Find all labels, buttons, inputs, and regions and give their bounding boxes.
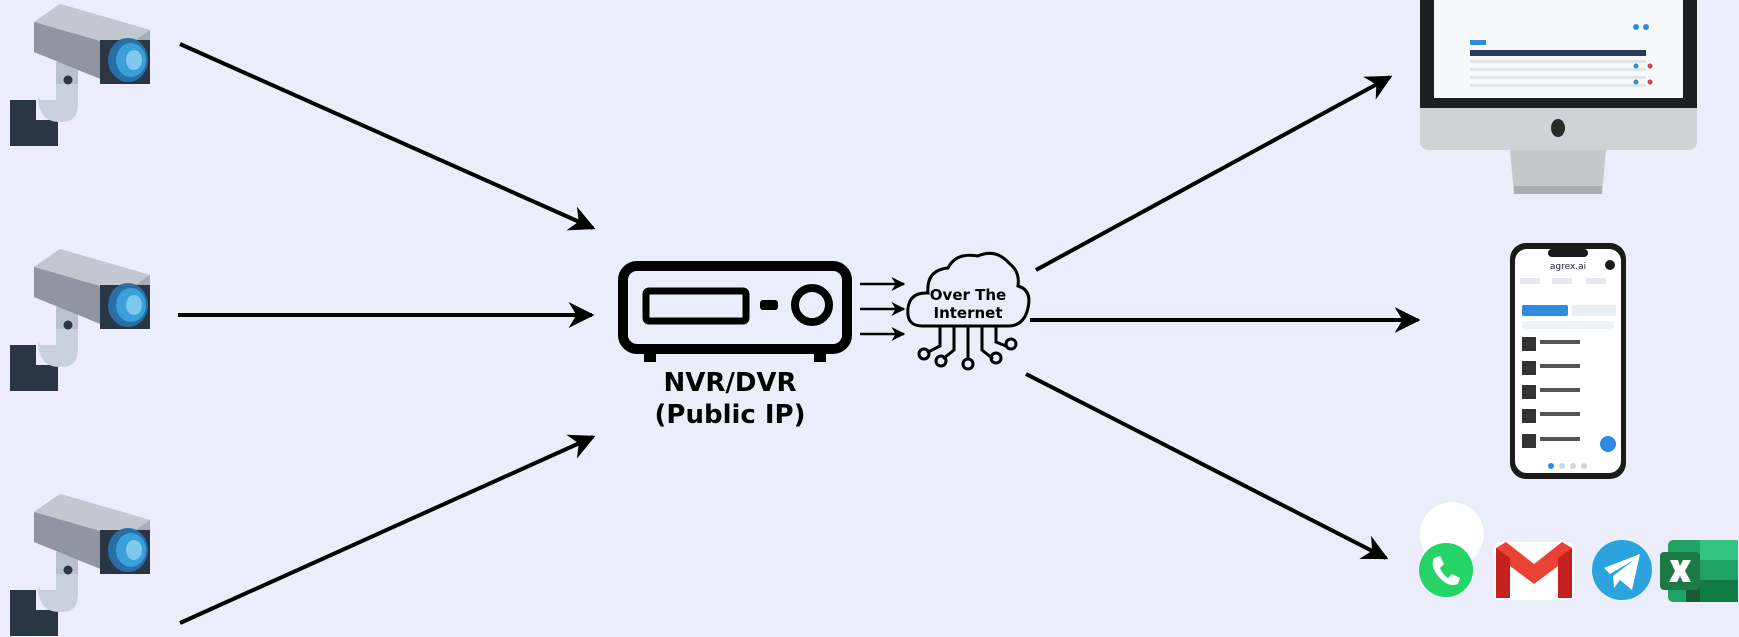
nvr-dvr-label: NVR/DVR (Public IP) <box>600 367 860 431</box>
whatsapp-icon <box>1418 502 1484 597</box>
arrow-cloud-to-apps <box>1025 372 1389 560</box>
telegram-icon <box>1592 540 1652 600</box>
camera-icon <box>10 4 150 146</box>
nvr-dvr-icon <box>618 261 852 362</box>
cloud-icon <box>906 251 1031 371</box>
arrow-cloud-to-desktop <box>1035 75 1393 272</box>
arrow-camera3-to-nvr <box>179 434 596 625</box>
nvr-dvr-title: NVR/DVR <box>663 368 797 398</box>
gmail-icon <box>1494 542 1574 600</box>
excel-icon <box>1660 540 1738 602</box>
phone-brand: agrex.ai <box>1550 262 1586 272</box>
cloud-label-line2: Internet <box>933 304 1003 322</box>
camera-icon <box>10 249 150 391</box>
nvr-dvr-subtitle: (Public IP) <box>654 400 806 430</box>
smartphone-icon: agrex.ai <box>1510 243 1626 479</box>
desktop-monitor-icon <box>1420 0 1697 194</box>
arrow-camera1-to-nvr <box>179 42 596 231</box>
cloud-label: Over The Internet <box>918 286 1018 322</box>
cloud-label-line1: Over The <box>929 286 1007 304</box>
camera-icon <box>10 494 150 636</box>
